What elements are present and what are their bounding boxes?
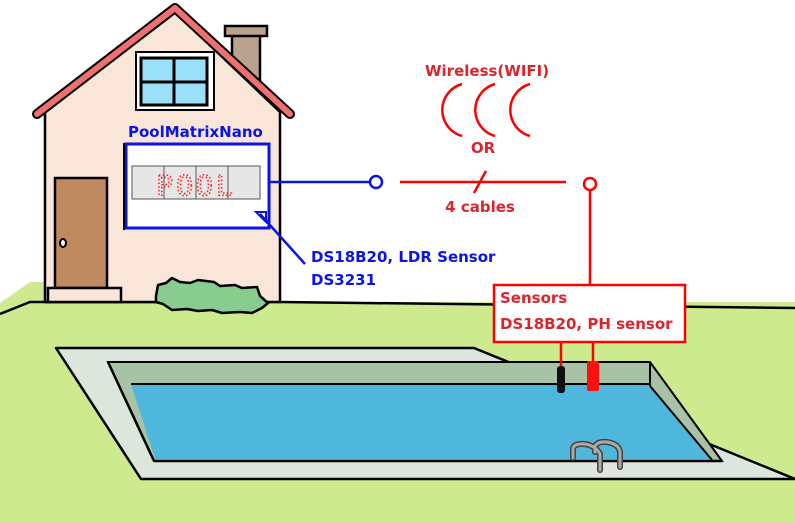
- sensor-link-terminal: [582, 176, 598, 192]
- pool-sensors-title: Sensors: [500, 289, 567, 307]
- temp-sensor-probe: [557, 366, 565, 393]
- device-label: PoolMatrixNano: [128, 123, 263, 141]
- door-knob: [59, 238, 67, 248]
- indoor-sensor-pointer: [259, 213, 306, 265]
- cable-count-slash: [472, 170, 488, 194]
- device-link-terminal: [368, 174, 384, 190]
- pool-left-edge: [106, 361, 156, 462]
- wifi-waves-icon: [441, 82, 531, 138]
- cables-label: 4 cables: [445, 198, 515, 216]
- or-label: OR: [471, 139, 496, 157]
- led-display-text: POOL: [156, 169, 235, 202]
- led-matrix-display: POOL: [131, 165, 261, 203]
- bush: [154, 276, 270, 315]
- roof-fill: [34, 5, 293, 117]
- chimney-cap: [223, 24, 269, 38]
- wireless-label: Wireless(WIFI): [425, 62, 549, 80]
- pool-water: [131, 384, 712, 459]
- pool-right-wall-edge: [649, 385, 713, 461]
- door-step: [46, 286, 123, 304]
- pool-sensors-box: [492, 283, 687, 344]
- indoor-sensors-line1: DS18B20, LDR Sensor: [311, 248, 496, 266]
- pool: [54, 346, 795, 481]
- pool-ladder-highlight: [571, 440, 622, 472]
- pool-sensors-line1: DS18B20, PH sensor: [500, 315, 673, 333]
- ph-sensor-probe: [587, 361, 599, 391]
- door: [53, 176, 109, 290]
- indoor-sensors-line2: DS3231: [311, 271, 376, 289]
